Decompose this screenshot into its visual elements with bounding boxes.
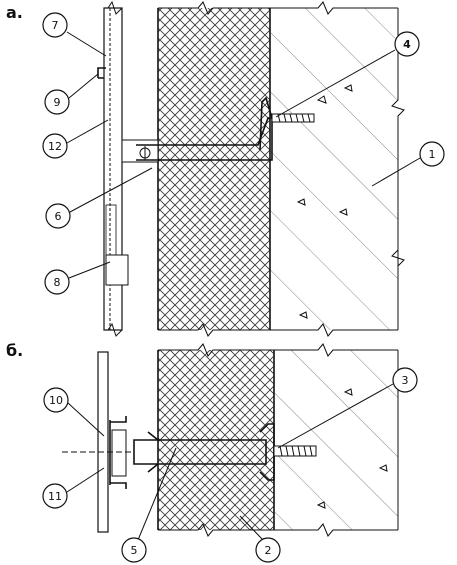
callout-5: 5 — [121, 537, 147, 563]
svg-text:1: 1 — [429, 148, 436, 161]
callout-10: 10 — [43, 387, 69, 413]
leaders-a — [66, 31, 421, 279]
svg-text:7: 7 — [52, 19, 59, 32]
svg-text:9: 9 — [54, 96, 61, 109]
cladding-panel-b — [97, 351, 127, 533]
anchor-dowel-b — [62, 423, 317, 481]
anchor-dowel-a — [136, 96, 315, 161]
section-label-a: а. — [6, 3, 23, 22]
callout-2: 2 — [255, 537, 281, 563]
concrete-wall-a — [269, 1, 405, 337]
callout-8: 8 — [44, 269, 70, 295]
svg-text:6: 6 — [55, 210, 62, 223]
svg-text:10: 10 — [49, 394, 63, 407]
svg-text:2: 2 — [265, 544, 272, 557]
callout-4: 4 — [394, 31, 420, 57]
svg-text:11: 11 — [48, 490, 62, 503]
callout-6: 6 — [45, 203, 71, 229]
leaders-b — [66, 383, 394, 541]
callout-12: 12 — [42, 133, 68, 159]
callout-7: 7 — [42, 12, 68, 38]
callout-9: 9 — [44, 89, 70, 115]
svg-text:12: 12 — [48, 140, 62, 153]
callout-3: 3 — [392, 367, 418, 393]
section-label-b: б. — [6, 341, 23, 360]
cladding-panel-a — [97, 0, 159, 337]
svg-text:8: 8 — [54, 276, 61, 289]
svg-text:5: 5 — [131, 544, 138, 557]
svg-text:3: 3 — [402, 374, 409, 387]
callout-11: 11 — [42, 483, 68, 509]
callout-1: 1 — [419, 141, 445, 167]
insulation-layer-a — [157, 1, 271, 337]
svg-text:4: 4 — [403, 38, 411, 51]
